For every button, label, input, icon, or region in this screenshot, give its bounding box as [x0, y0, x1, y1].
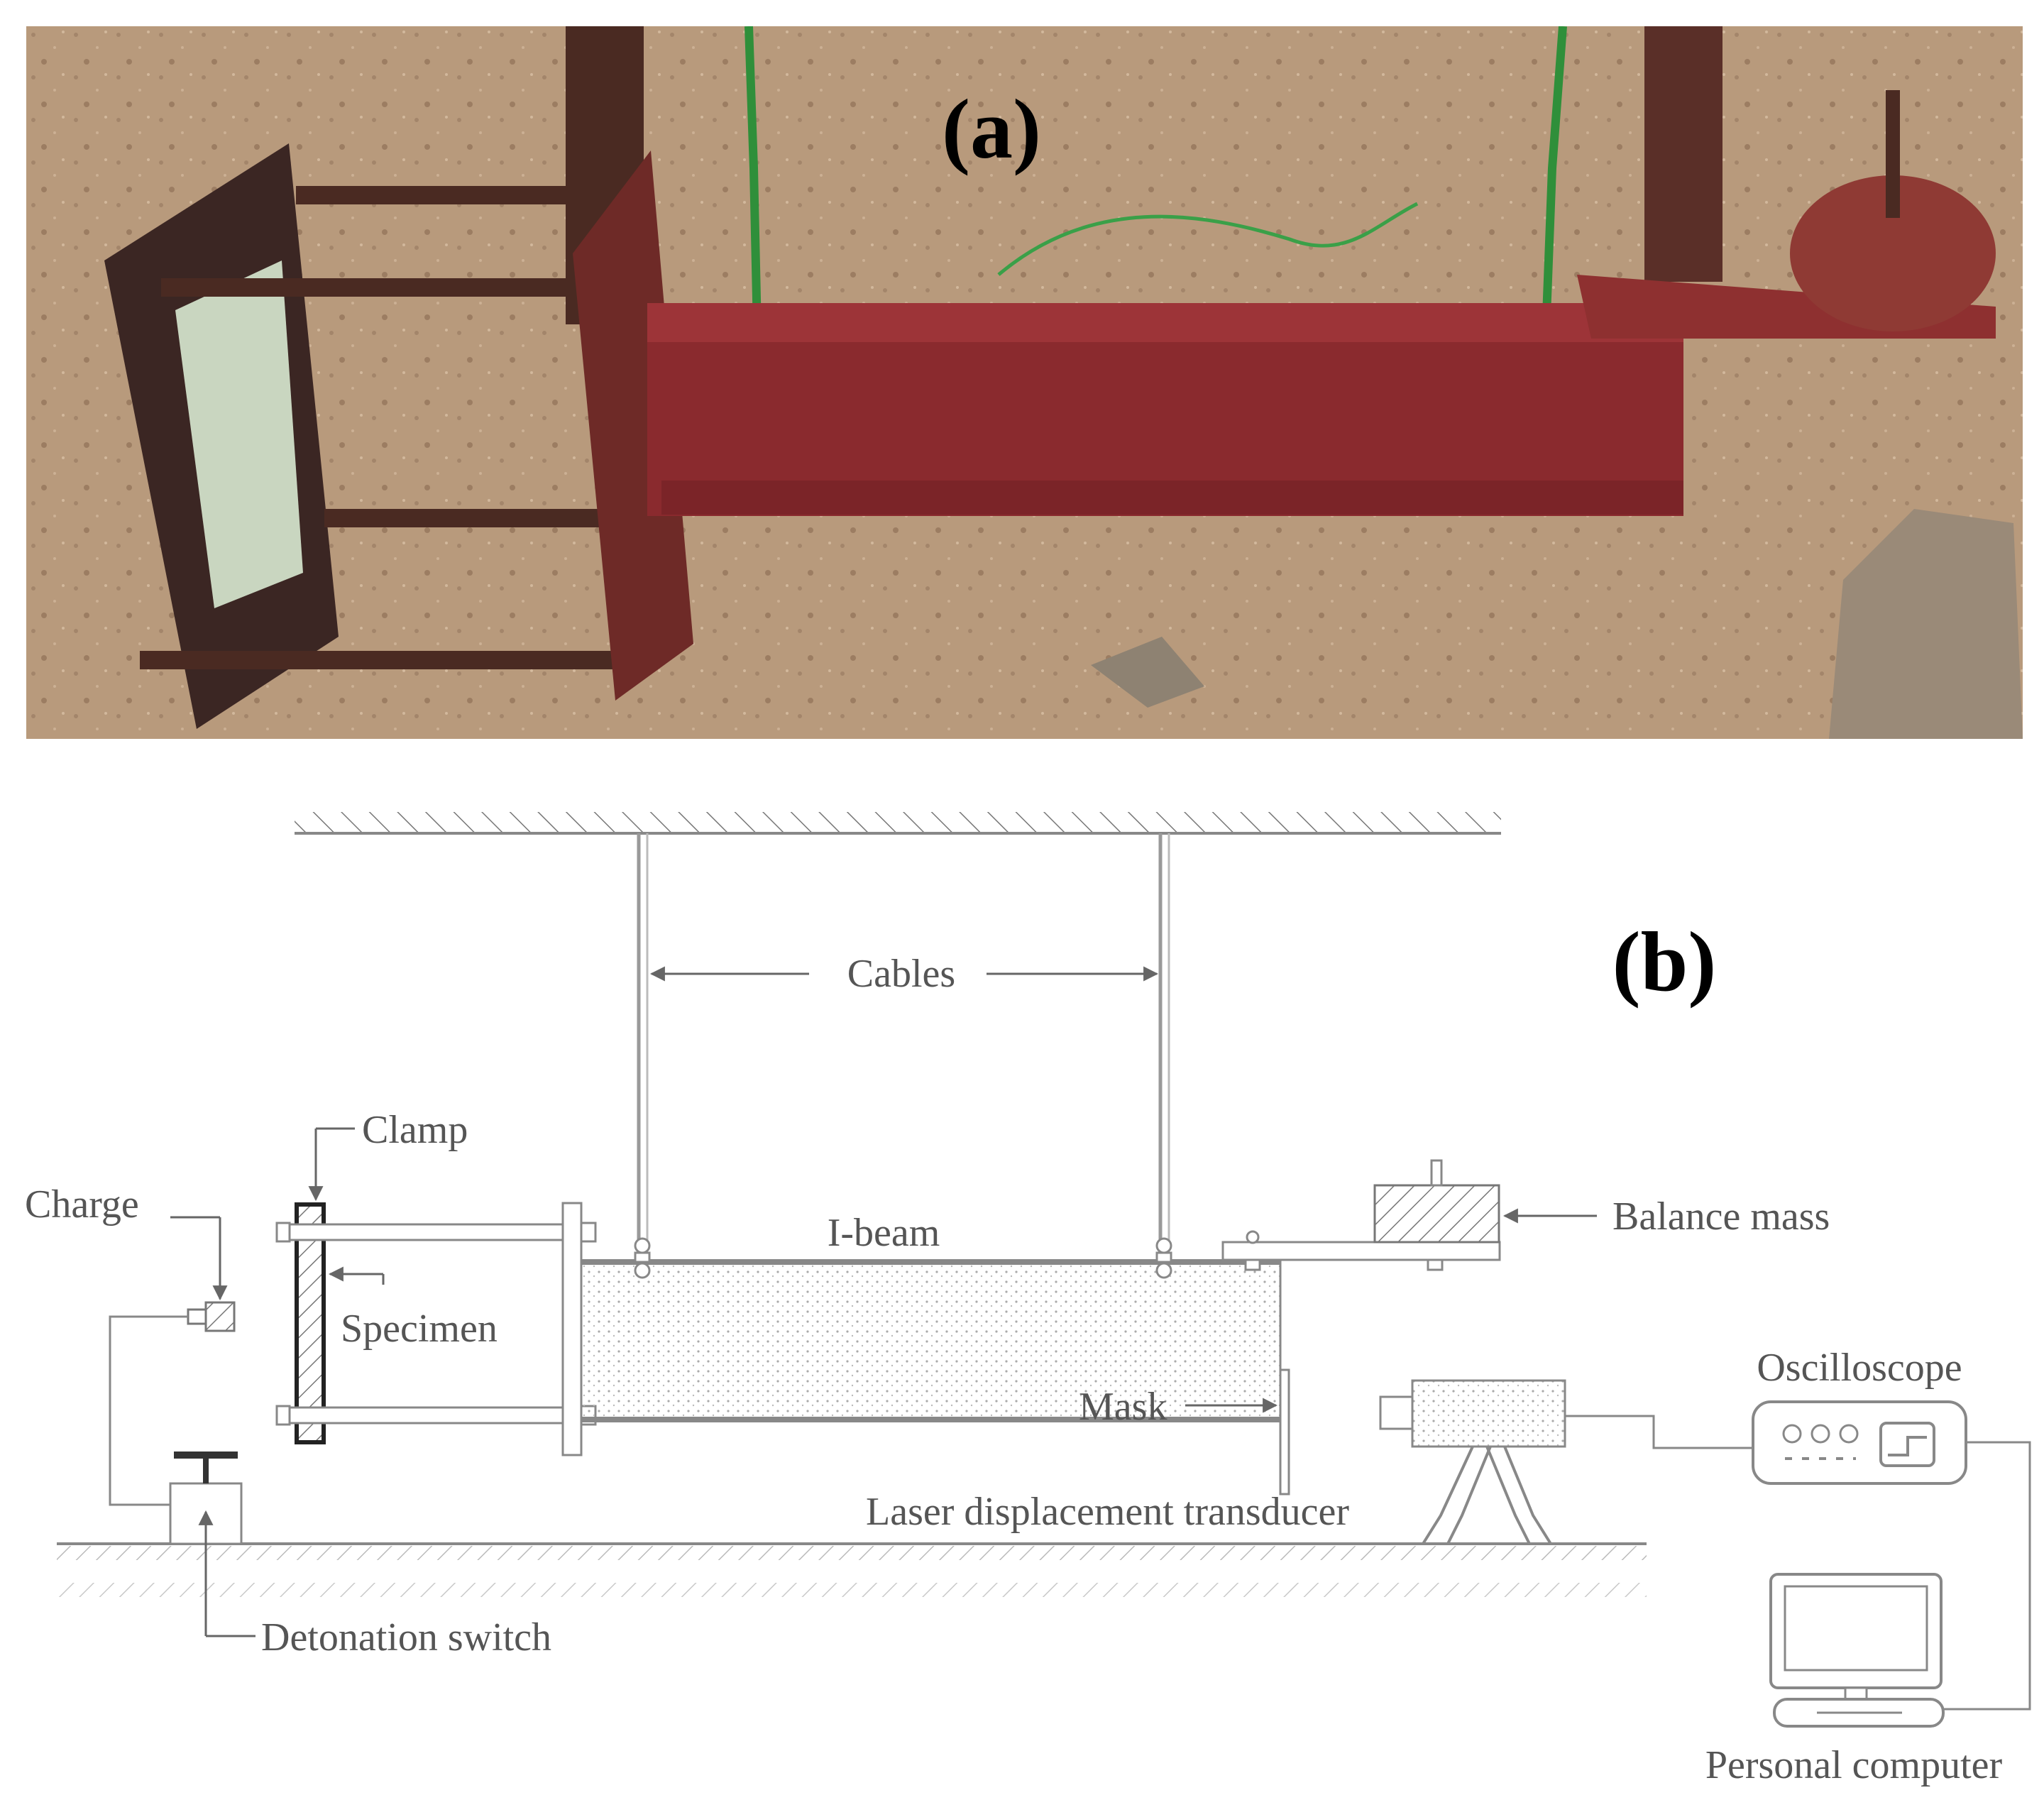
connecting-rods — [275, 1222, 580, 1426]
green-wire-tangle — [997, 202, 1419, 276]
charge — [187, 1301, 236, 1332]
rock-bottom — [1091, 637, 1204, 708]
rod-2 — [161, 278, 601, 297]
cables-label: Cables — [847, 952, 955, 996]
mask — [1279, 1368, 1290, 1496]
laser-transducer — [1379, 1379, 1566, 1545]
balance-plate-schematic — [1221, 1230, 1501, 1271]
personal-computer — [1769, 1573, 1945, 1728]
ibeam-top-flange — [647, 303, 1683, 342]
support-post-right — [1644, 26, 1722, 282]
signal-wire-1 — [1565, 1415, 1753, 1449]
computer-label: Personal computer — [1705, 1743, 2003, 1787]
charge-label: Charge — [25, 1182, 139, 1226]
end-plate-schematic — [561, 1202, 597, 1456]
cable-right — [1541, 26, 1567, 353]
ibeam-label: I-beam — [828, 1211, 940, 1255]
signal-wire-2 — [1943, 1441, 2031, 1711]
rod-3 — [324, 509, 608, 527]
balance-mass-photo — [1790, 175, 1996, 331]
ibeam-bottom-flange — [661, 481, 1683, 515]
detonator-wire — [109, 1315, 188, 1506]
balance-mass-label: Balance mass — [1612, 1195, 1830, 1239]
schematic-diagram: Cables (b) Clamp Specimen — [0, 752, 2044, 1796]
ibeam-schematic — [580, 1259, 1282, 1422]
clamp — [295, 1202, 326, 1444]
end-plate — [573, 150, 693, 701]
oscilloscope-label: Oscilloscope — [1757, 1346, 1962, 1390]
rod-1 — [296, 186, 601, 204]
diagram-panel-label: (b) — [1612, 914, 1717, 1009]
balance-mass — [1373, 1159, 1500, 1244]
specimen-label: Specimen — [341, 1307, 498, 1351]
photo-illustration: (a) — [26, 26, 2023, 739]
suspension-cables — [637, 833, 1170, 1246]
cable-bolts — [634, 1237, 1172, 1279]
specimen-panel — [175, 260, 303, 608]
mask-label: Mask — [1079, 1385, 1167, 1429]
laser-label: Laser displacement transducer — [866, 1490, 1349, 1534]
clamp-label: Clamp — [362, 1108, 468, 1152]
cable-left — [744, 26, 762, 332]
ground — [57, 1542, 1647, 1597]
rock-right — [1829, 509, 2023, 739]
rod-4 — [140, 651, 637, 669]
photo-panel-label: (a) — [942, 82, 1041, 176]
detonation-label: Detonation switch — [261, 1615, 551, 1659]
schematic-svg: Cables (b) Clamp Specimen — [25, 812, 2031, 1787]
test-setup-photo: (a) — [26, 26, 2023, 739]
balance-mass-stem — [1886, 90, 1900, 218]
oscilloscope — [1752, 1400, 1967, 1485]
ceiling — [295, 812, 1501, 835]
